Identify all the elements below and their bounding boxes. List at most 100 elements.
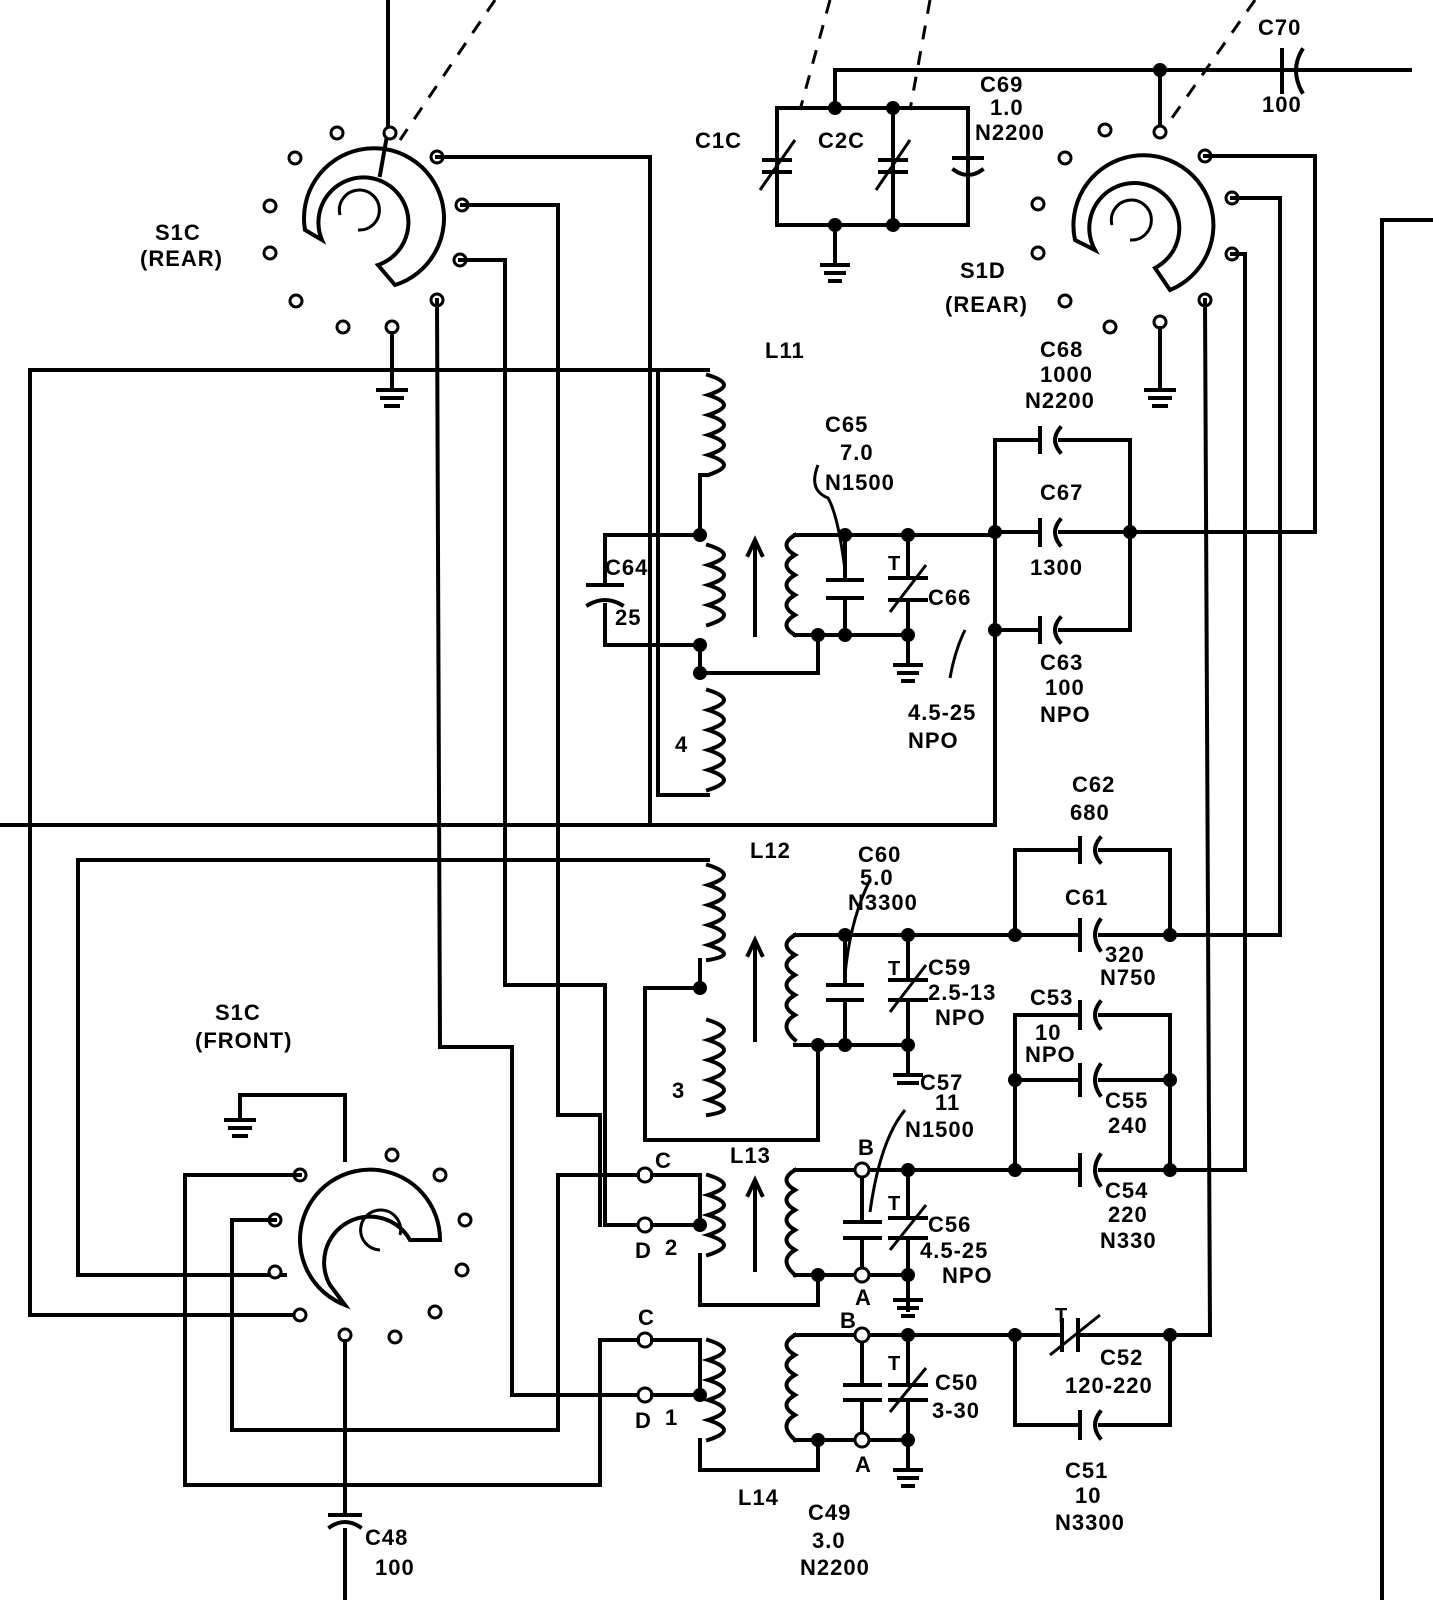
c62-c61-network: [1008, 835, 1177, 953]
c2c-name: C2C: [818, 128, 865, 153]
c59-trimmer-mark: T: [888, 958, 900, 980]
coil-l12-section: [643, 858, 1017, 1142]
c52-trimmer-mark: T: [1055, 1305, 1067, 1327]
l11-name: L11: [765, 338, 805, 363]
c59-coef: NPO: [935, 1005, 986, 1030]
l11-tap: 4: [675, 732, 688, 757]
c70-value: 100: [1262, 92, 1302, 117]
c60-name: C60: [858, 842, 901, 867]
c49-value: 3.0: [812, 1528, 846, 1553]
switch-s1c-front: [183, 1093, 602, 1600]
c48-value: 100: [375, 1555, 415, 1580]
c53-name: C53: [1030, 985, 1073, 1010]
c64-name: C64: [605, 555, 648, 580]
c55-name: C55: [1105, 1088, 1148, 1113]
capacitor-c70: [1153, 47, 1305, 95]
l13-terminal-a: A: [855, 1285, 872, 1310]
c51-name: C51: [1065, 1458, 1108, 1483]
l13-terminal-b: B: [858, 1135, 875, 1160]
l12-name: L12: [750, 838, 791, 863]
l14-terminal-c: C: [638, 1305, 655, 1330]
tuning-capacitor-block: [758, 68, 1412, 283]
c66-name: C66: [928, 585, 971, 610]
c66-coef: NPO: [908, 728, 959, 753]
coil-l11-section: [585, 368, 997, 797]
c48-name: C48: [365, 1525, 408, 1550]
c52-name: C52: [1100, 1345, 1143, 1370]
c55-value: 240: [1108, 1113, 1148, 1138]
c65-name: C65: [825, 412, 868, 437]
c60-coef: N3300: [848, 890, 918, 915]
c51-coef: N3300: [1055, 1510, 1125, 1535]
l14-terminal-a: A: [855, 1452, 872, 1477]
c68-c67-c63-network: [988, 425, 1137, 645]
c62-name: C62: [1072, 772, 1115, 797]
s1c-front-position: (FRONT): [195, 1028, 292, 1053]
c56-name: C56: [928, 1212, 971, 1237]
l13-terminal-c: C: [655, 1148, 672, 1173]
c61-value: 320: [1105, 942, 1145, 967]
c69-coef: N2200: [975, 120, 1045, 145]
c68-coef: N2200: [1025, 388, 1095, 413]
c68-name: C68: [1040, 337, 1083, 362]
gang-linkage-lines: [398, 0, 1257, 141]
s1c-front-name: S1C: [215, 1000, 261, 1025]
c66-leader: [948, 629, 967, 679]
s1d-rear-name: S1D: [960, 258, 1006, 283]
s1c-rear-position: (REAR): [140, 246, 223, 271]
c67-value: 1300: [1030, 555, 1083, 580]
c54-name: C54: [1105, 1178, 1148, 1203]
l14-terminal-b: B: [840, 1308, 857, 1333]
c57-name: C57: [920, 1070, 963, 1095]
c50-value: 3-30: [932, 1398, 980, 1423]
c66-value: 4.5-25: [908, 700, 976, 725]
c50-name: C50: [935, 1370, 978, 1395]
c49-name: C49: [808, 1500, 851, 1525]
c49-coef: N2200: [800, 1555, 870, 1580]
c65-value: 7.0: [840, 440, 874, 465]
l13-terminal-d: D: [635, 1238, 652, 1263]
switch-s1c-rear: [262, 0, 470, 408]
c60-value: 5.0: [860, 865, 894, 890]
c56-coef: NPO: [942, 1263, 993, 1288]
c65-coef: N1500: [825, 470, 895, 495]
c67-name: C67: [1040, 480, 1083, 505]
c54-coef: N330: [1100, 1228, 1157, 1253]
l14-name: L14: [738, 1485, 779, 1510]
c50-trimmer-mark: T: [888, 1353, 900, 1375]
c51-value: 10: [1075, 1483, 1101, 1508]
c57-value: 11: [935, 1090, 960, 1115]
coil-l13-section: [556, 1109, 928, 1318]
s1d-rear-position: (REAR): [945, 292, 1028, 317]
c63-coef: NPO: [1040, 702, 1091, 727]
c61-coef: N750: [1100, 965, 1157, 990]
l14-tap: 1: [665, 1405, 678, 1430]
c69-name: C69: [980, 72, 1023, 97]
c70-name: C70: [1258, 15, 1301, 40]
coil-l14-section: [598, 1326, 928, 1488]
c59-value: 2.5-13: [928, 980, 996, 1005]
c68-value: 1000: [1040, 362, 1093, 387]
l13-name: L13: [730, 1143, 771, 1168]
c53-c55-c54-network: [906, 999, 1177, 1188]
c59-name: C59: [928, 955, 971, 980]
c66-trimmer-mark: T: [888, 553, 900, 575]
c52-value: 120-220: [1065, 1373, 1153, 1398]
c62-value: 680: [1070, 800, 1110, 825]
c56-trimmer-mark: T: [888, 1193, 900, 1215]
c56-value: 4.5-25: [920, 1238, 988, 1263]
l14-terminal-d: D: [635, 1408, 652, 1433]
switch-bus-wires: [0, 154, 1433, 1600]
c63-name: C63: [1040, 650, 1083, 675]
c53-coef: NPO: [1025, 1042, 1076, 1067]
c52-c51-network: [906, 1313, 1177, 1441]
c69-value: 1.0: [990, 95, 1024, 120]
c1c-name: C1C: [695, 128, 742, 153]
c53-value: 10: [1035, 1020, 1061, 1045]
c64-value: 25: [615, 605, 641, 630]
c57-coef: N1500: [905, 1117, 975, 1142]
l12-tap: 3: [672, 1078, 685, 1103]
c61-name: C61: [1065, 885, 1108, 910]
c54-value: 220: [1108, 1202, 1148, 1227]
